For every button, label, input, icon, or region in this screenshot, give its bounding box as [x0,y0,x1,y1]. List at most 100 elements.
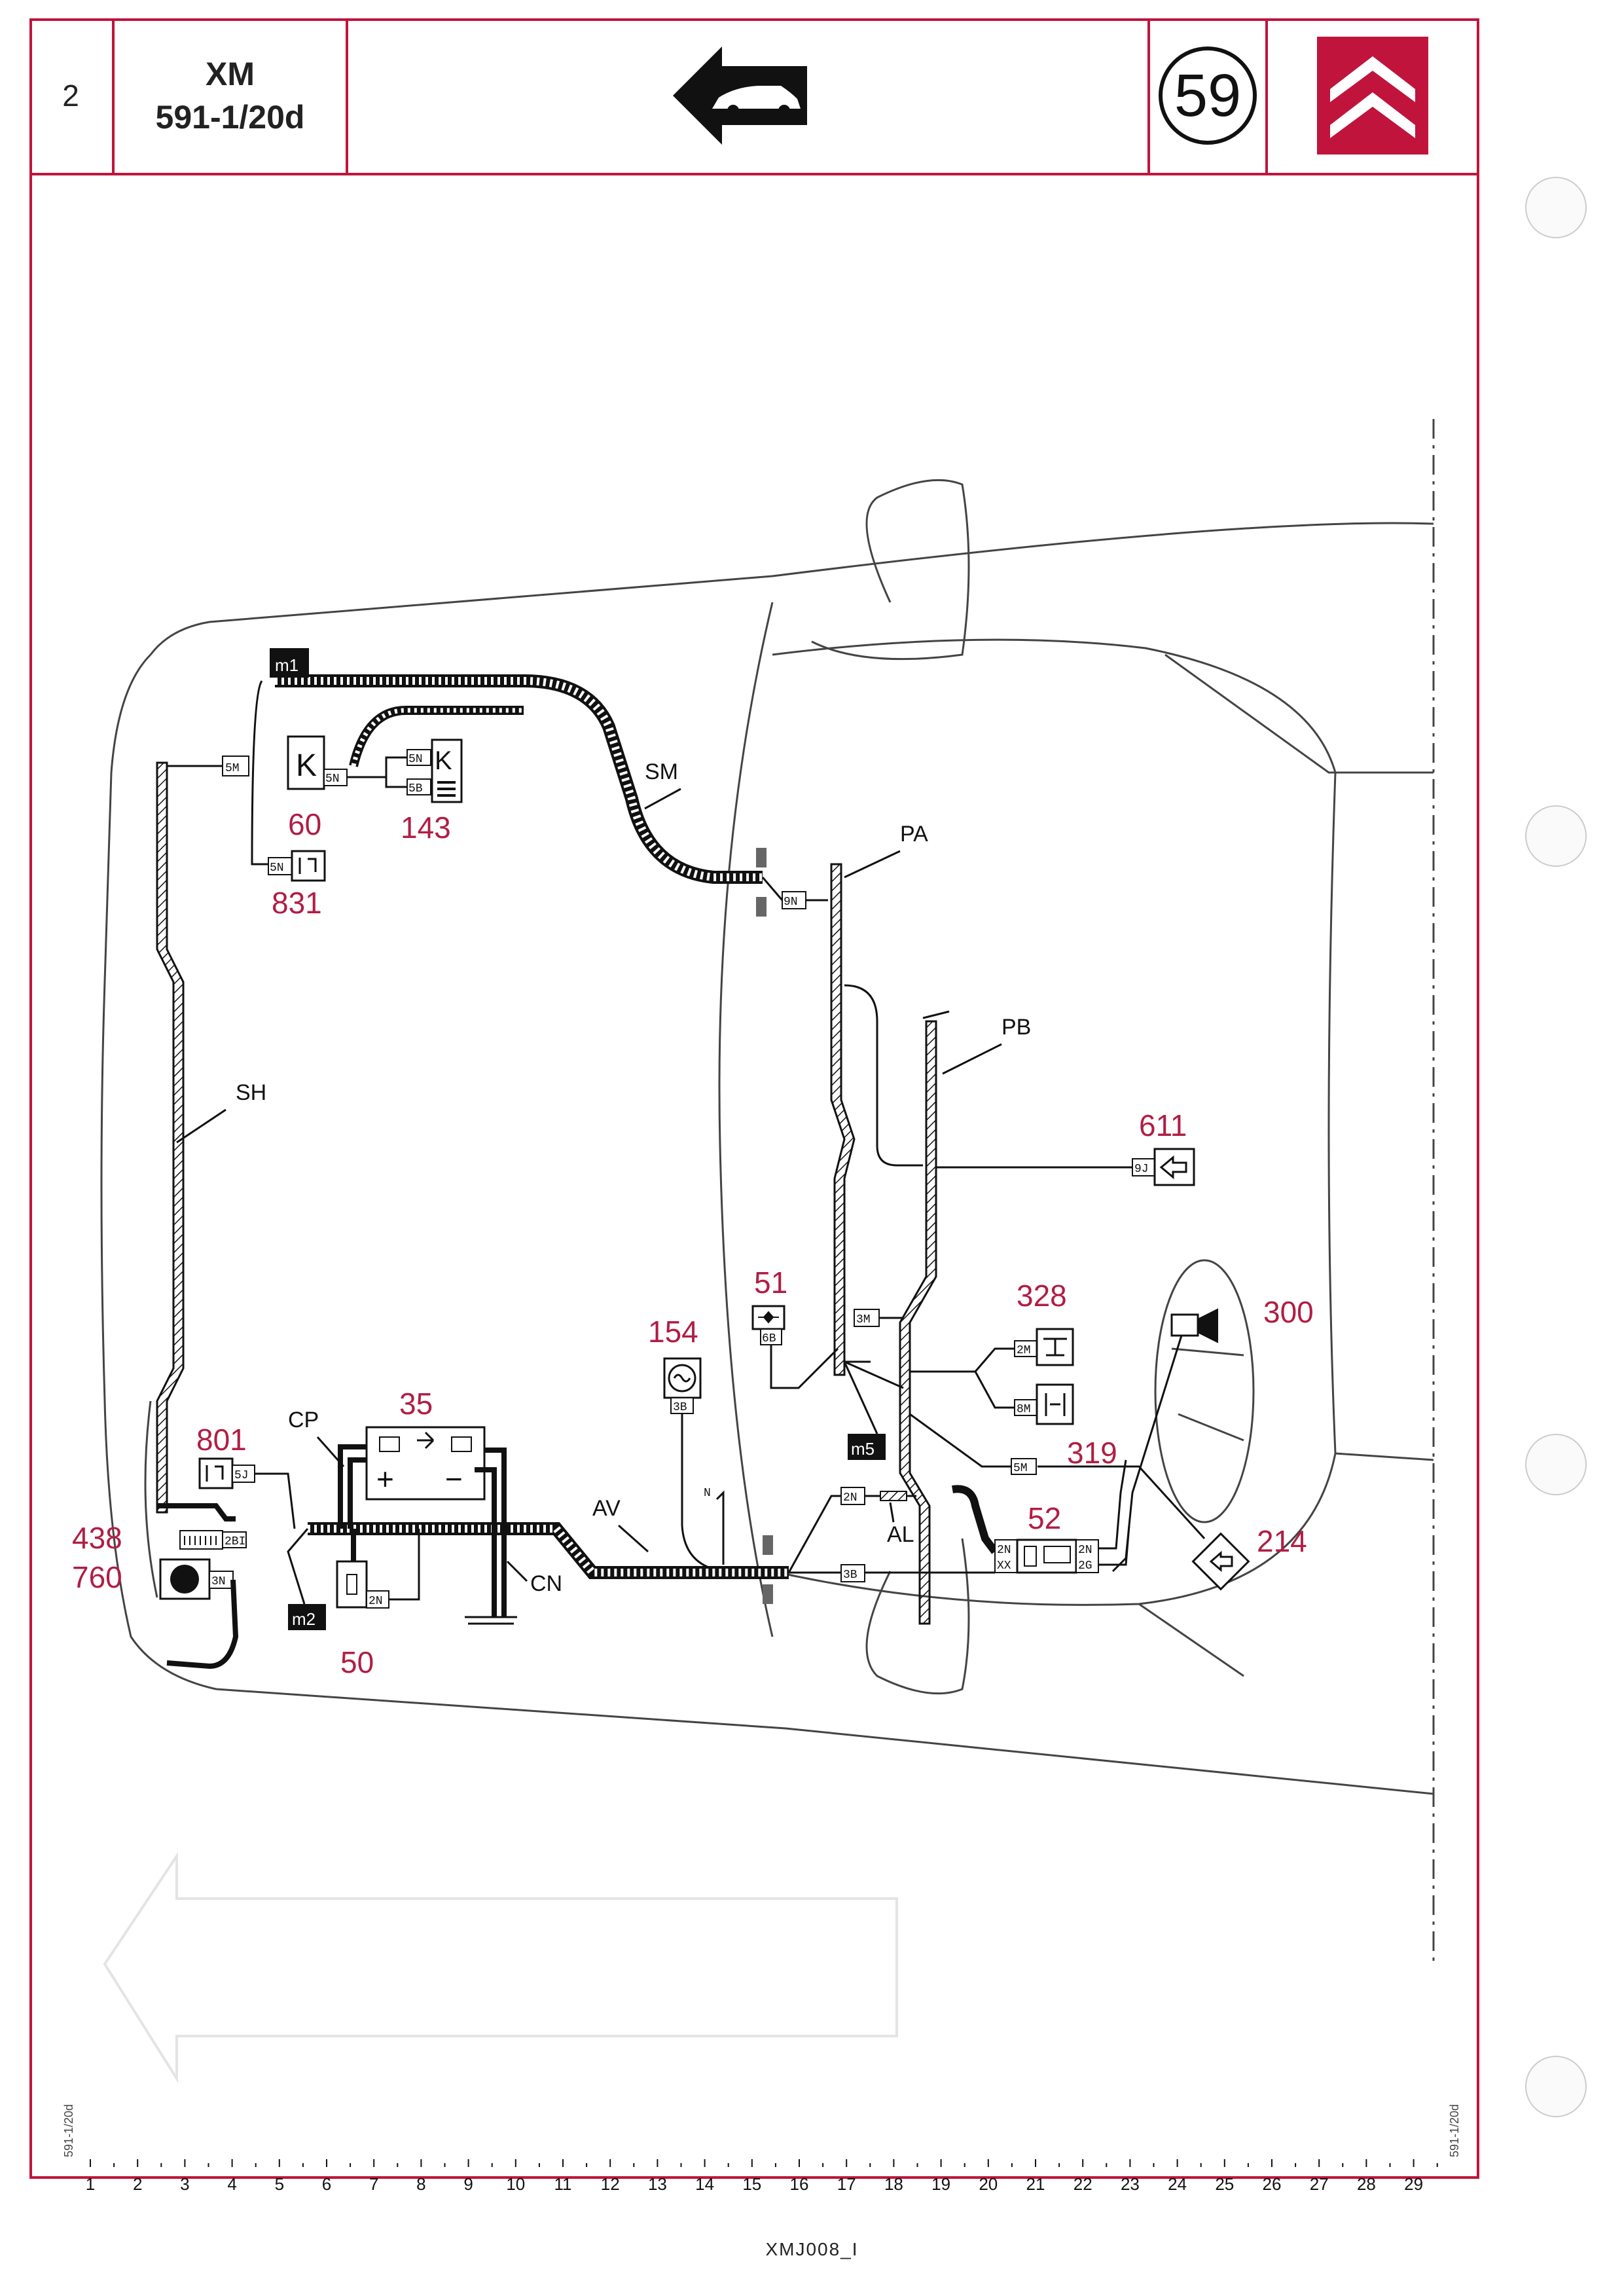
sine-icon [673,1374,691,1383]
ruler-number: 24 [1168,2174,1187,2194]
binder-hole [1525,805,1587,867]
connector-3n-label: 3N [211,1575,226,1588]
heater-icon [184,1536,217,1545]
connector-2m-label: 2M [1017,1344,1031,1357]
component-801-ref: 801 [196,1423,247,1457]
connector-5n-c-label: 5N [270,862,284,875]
component-50-ref: 50 [340,1645,374,1679]
component-60-box [287,735,325,790]
connector-9j-label: 9J [1134,1163,1149,1176]
ruler-number: 7 [369,2174,378,2194]
left-arrow-car-icon [672,46,807,145]
connector-5b [406,778,431,795]
ground-m2-label: m2 [292,1609,316,1629]
component-300-box [1170,1313,1199,1337]
ruler-number: 3 [180,2174,189,2194]
ruler-number: 11 [554,2174,572,2194]
connector-9n-label: 9N [784,896,798,909]
connector-9n [782,891,806,909]
ruler-number: 20 [979,2174,998,2194]
connector-2g-label: 2G [1078,1559,1092,1573]
component-760-ref: 760 [72,1560,122,1594]
wire [761,877,784,901]
component-214-box [1191,1532,1250,1591]
leader-line [942,1043,1002,1075]
connector-8m [1014,1399,1038,1416]
wire [389,1529,420,1601]
harness-cn [475,1448,507,1617]
wire [251,680,275,866]
ruler-number: 6 [322,2174,331,2194]
ruler-number: 26 [1263,2174,1282,2194]
connector-5m-b-label: 5M [1013,1462,1028,1475]
ruler-number: 25 [1215,2174,1234,2194]
side-code-right: 591-1/20d [1448,2104,1461,2157]
connector-3m-label: 3M [856,1313,871,1326]
component-143-box [431,738,463,803]
model-name: XM [206,56,255,92]
wire [922,1010,950,1019]
connector-xx-label: XX [997,1559,1011,1573]
leader-line [506,1560,528,1582]
chapter-badge: 59 [1159,46,1257,145]
connector-5j-label: 5J [234,1469,249,1482]
ruler-number: 29 [1404,2174,1423,2194]
harness-sh-branch [157,1503,236,1522]
grommet [763,1584,773,1604]
ground-m2-block [288,1604,326,1630]
harness-pa [830,863,856,1376]
binder-hole [1525,2056,1587,2117]
harness-sh [156,761,185,1514]
connector-5m-b [1011,1458,1037,1475]
connector-2bi-label: 2BI [225,1535,245,1548]
faded-arrow-icon [103,1851,898,2083]
alternator-icon [668,1364,696,1393]
harness-sm-label: SM [645,759,678,784]
ruler-number: 1 [86,2174,95,2194]
side-code-left: 591-1/20d [62,2104,75,2157]
harness-av-hatch [308,1525,789,1576]
relay-k-icon: K [435,746,452,775]
ruler-number: 9 [463,2174,473,2194]
switch-icon [1043,1338,1067,1357]
wire [287,1528,309,1605]
connector-3b-a-label: 3B [673,1401,687,1414]
component-300-ref: 300 [1263,1295,1314,1329]
model-code: 591-1/20d [155,99,305,136]
wire [910,1347,1015,1409]
harness-av-label: AV [592,1496,621,1521]
component-831-box [291,850,326,882]
page-frame [29,18,1479,2179]
connector-52-right [1075,1539,1099,1573]
connector-2bi [222,1531,247,1548]
ground-m1-block [270,648,309,678]
leader-line [618,1524,649,1553]
connector-5n-c [268,857,293,875]
wire [1111,1335,1183,1573]
connector-2n-c-label: 2N [1078,1544,1092,1557]
page-number: 2 [62,79,79,113]
ruler-number: 5 [275,2174,284,2194]
harness-cp [338,1444,367,1529]
battery-minus-icon: − [445,1462,463,1496]
connector-2n-a [840,1487,865,1505]
ruler-number: 8 [416,2174,425,2194]
model-block: XM 591-1/20d [156,52,305,139]
module-icon [1024,1546,1037,1567]
leader-line [316,1436,345,1467]
connector-52-left [994,1539,1018,1573]
grommet [763,1535,773,1555]
component-35-ref: 35 [399,1387,433,1421]
battery-terminal [451,1436,472,1452]
battery-plus-icon: + [376,1462,394,1496]
ground-symbol [465,1616,517,1625]
connector-5n-b-label: 5N [408,753,423,766]
connector-5n-a [323,769,348,786]
coil-icon [437,781,456,797]
fusible-link-al [880,1491,907,1501]
connector-5m-label: 5M [225,762,240,775]
connector-3b-b-label: 3B [843,1569,857,1582]
view-direction-cell [348,18,1150,173]
